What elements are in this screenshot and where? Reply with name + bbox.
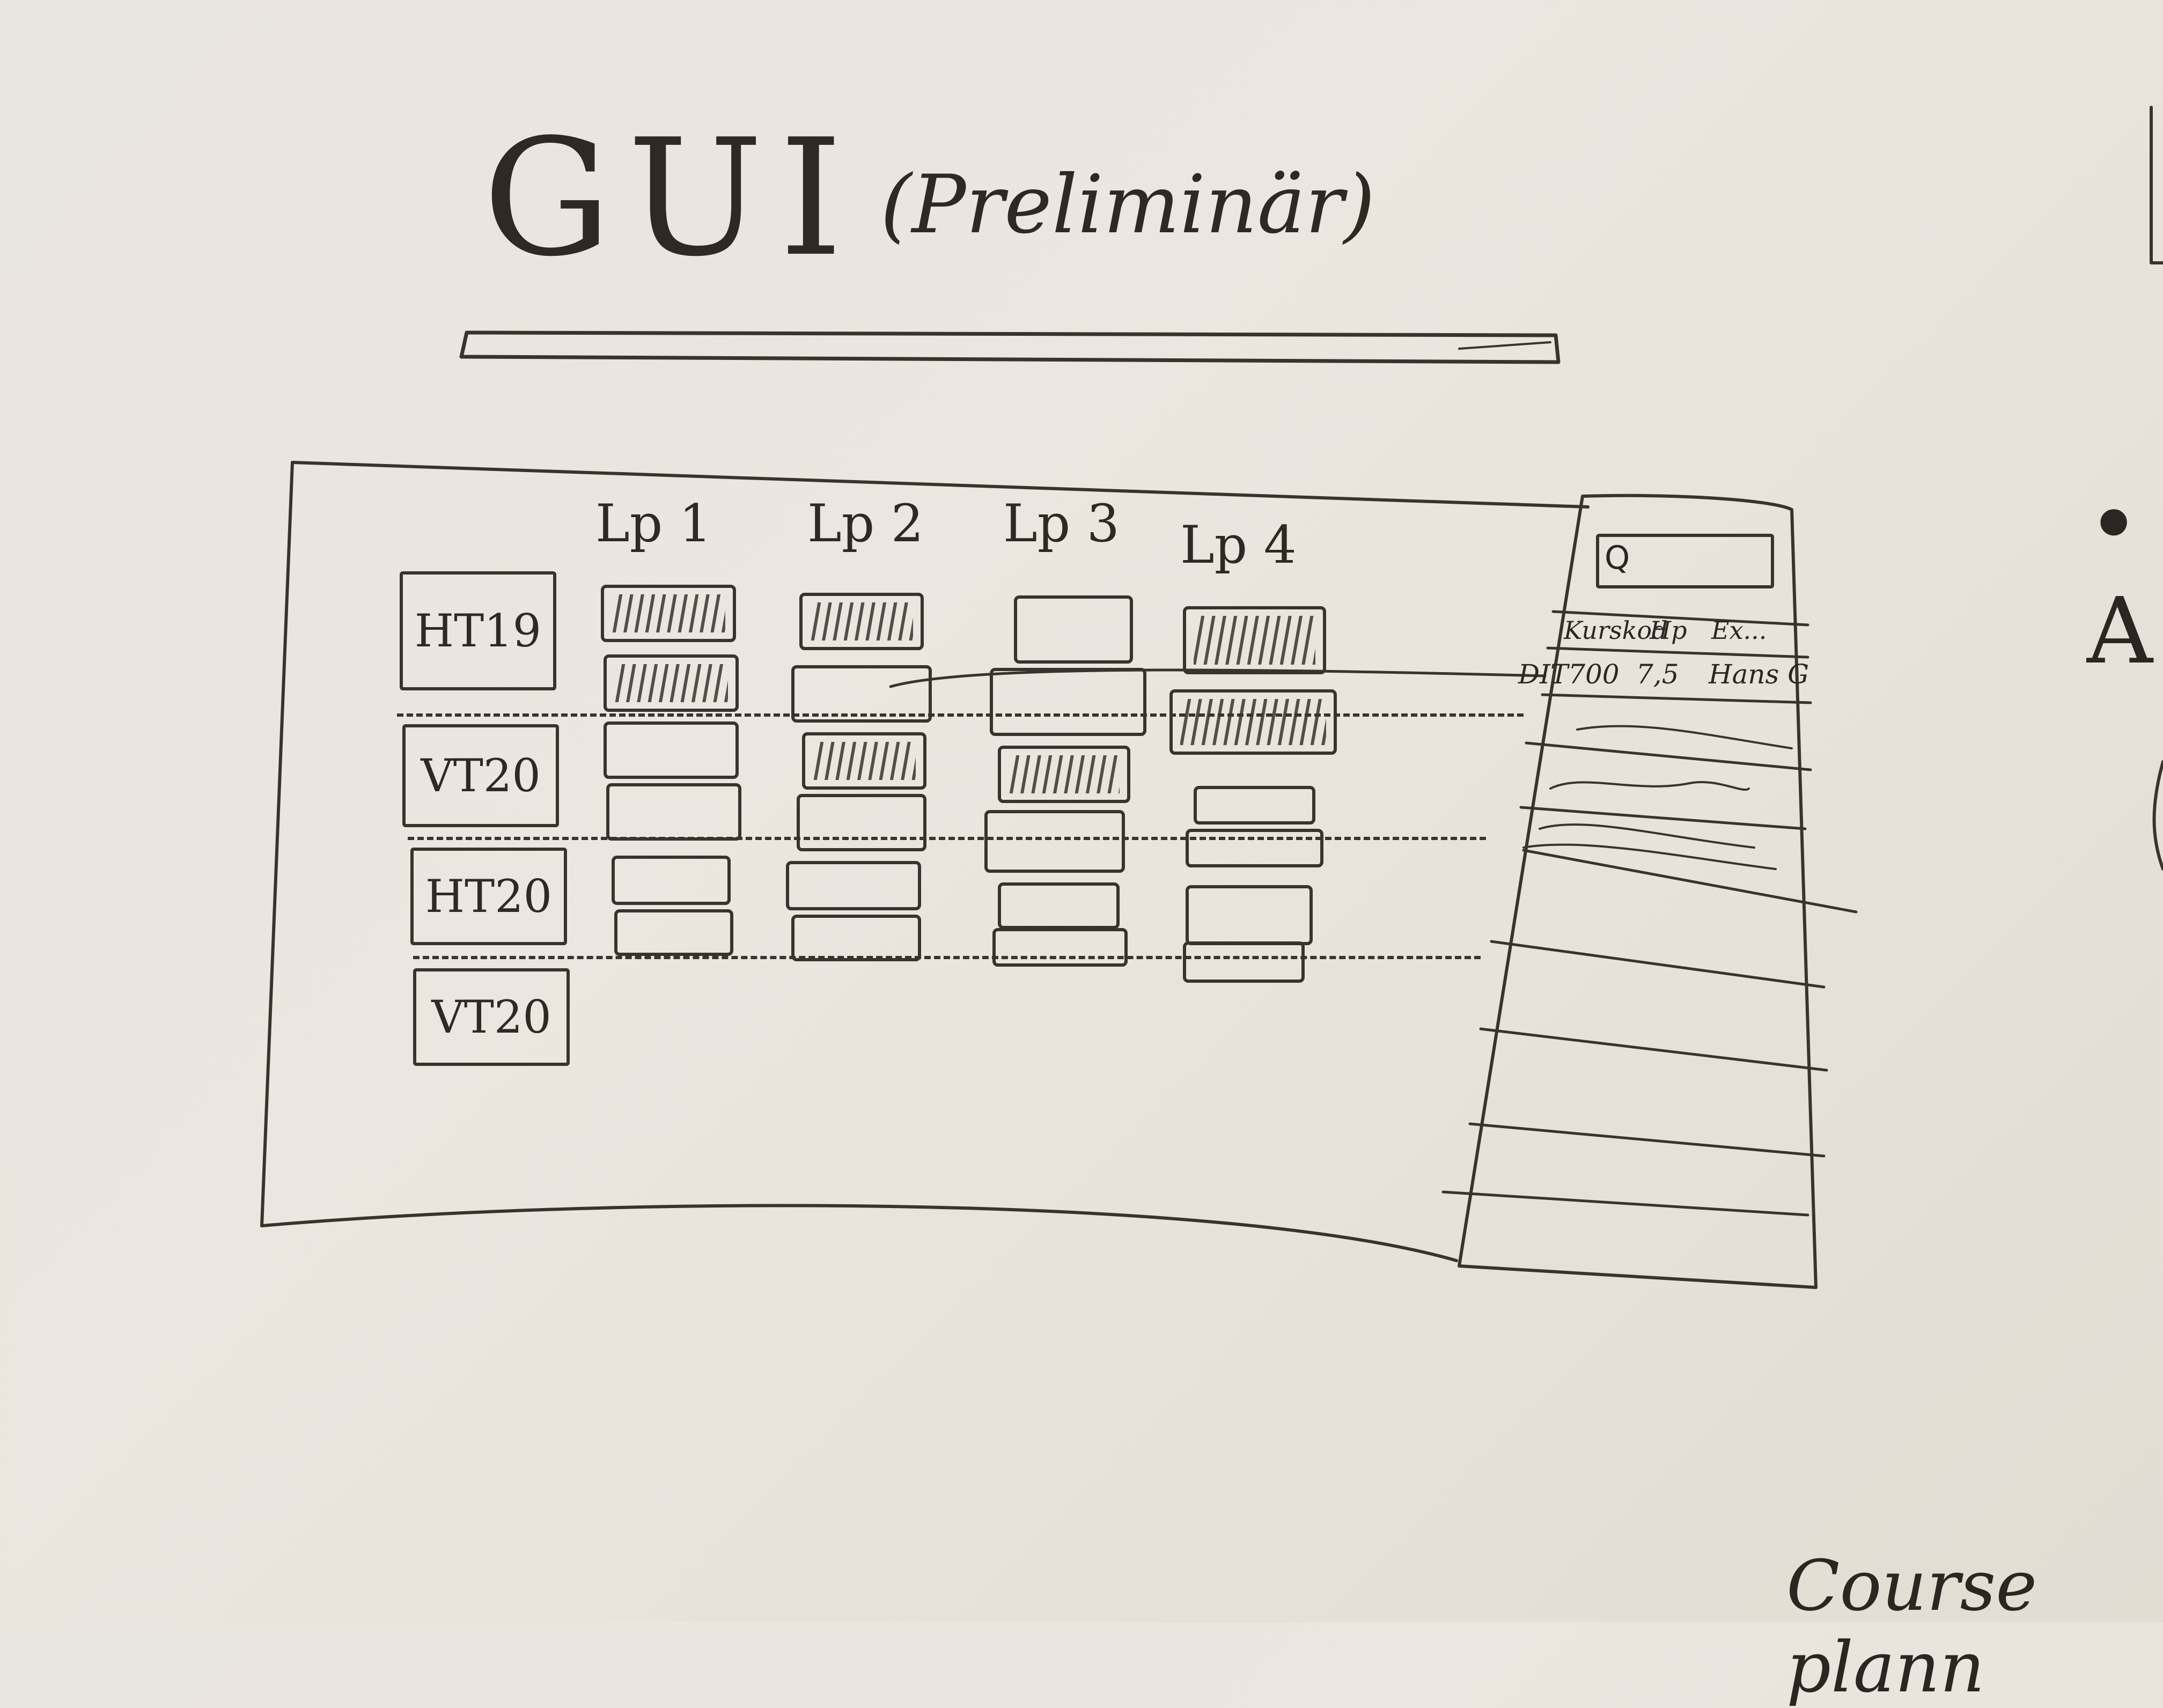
search-icon: Q	[1605, 539, 1630, 577]
header-lp1: Lp 1	[595, 494, 712, 554]
semester-vt20[interactable]: VT20	[402, 724, 559, 827]
semester-vt20-2[interactable]: VT20	[413, 968, 570, 1066]
course-card[interactable]	[1186, 885, 1313, 945]
header-lp4: Lp 4	[1180, 515, 1297, 575]
column-header-credits[interactable]: Hp	[1650, 616, 1687, 645]
column-header-course-code[interactable]: Kurskod	[1564, 616, 1668, 645]
search-input[interactable]: Q	[1596, 534, 1774, 588]
course-card[interactable]	[786, 861, 921, 910]
course-card[interactable]	[1169, 689, 1337, 755]
semester-divider	[413, 956, 1481, 959]
page-subtitle: (Preliminär)	[880, 158, 1375, 252]
course-card[interactable]	[1183, 606, 1326, 674]
header-lp2: Lp 2	[807, 494, 924, 554]
page-title: GUI	[483, 105, 859, 292]
whiteboard-sketch	[260, 106, 2163, 1289]
result-credits[interactable]: 7,5	[1636, 659, 1679, 690]
course-card[interactable]	[797, 794, 926, 851]
column-header-examiner[interactable]: Ex...	[1711, 616, 1767, 645]
title-area: GUI(Preliminär)	[483, 118, 1375, 279]
semester-ht19[interactable]: HT19	[400, 571, 556, 690]
course-card[interactable]	[1194, 786, 1315, 824]
course-card[interactable]	[791, 665, 932, 723]
semester-divider	[397, 713, 1524, 717]
course-card[interactable]	[998, 746, 1130, 803]
course-card[interactable]	[606, 783, 741, 841]
course-card[interactable]	[612, 856, 731, 905]
result-course-code[interactable]: DIT700	[1518, 659, 1620, 690]
course-card[interactable]	[992, 928, 1128, 967]
course-card[interactable]	[1183, 941, 1305, 983]
semester-ht20[interactable]: HT20	[410, 848, 567, 945]
course-card[interactable]	[601, 585, 736, 642]
course-card[interactable]	[604, 654, 739, 712]
semester-divider	[408, 837, 1486, 840]
course-card[interactable]	[799, 593, 924, 650]
course-card[interactable]	[998, 882, 1120, 929]
course-card[interactable]	[1186, 829, 1323, 867]
side-bullet-text: • A	[2087, 472, 2153, 684]
footer-note: Course plann	[1786, 1545, 2037, 1708]
course-card[interactable]	[604, 722, 739, 779]
header-lp3: Lp 3	[1003, 494, 1120, 554]
course-card[interactable]	[791, 915, 921, 961]
course-card[interactable]	[802, 732, 926, 790]
result-examiner[interactable]: Hans G	[1709, 659, 1809, 690]
course-card[interactable]	[984, 810, 1125, 873]
course-card[interactable]	[1014, 595, 1133, 664]
course-card[interactable]	[990, 668, 1146, 736]
course-card[interactable]	[614, 909, 733, 956]
